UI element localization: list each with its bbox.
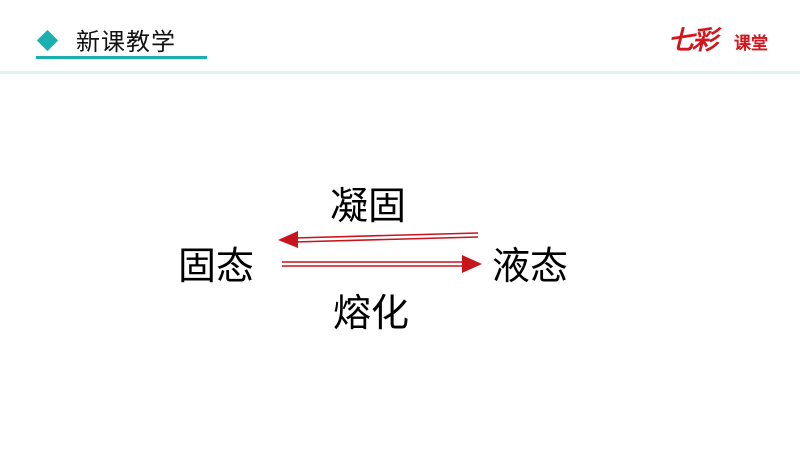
section-title: 新课教学	[76, 28, 176, 56]
logo-main-text: 七彩	[668, 26, 718, 56]
header-divider	[0, 71, 800, 74]
melting-arrow	[282, 255, 482, 273]
header-bar: 新课教学 七彩 课堂	[0, 0, 800, 75]
title-underline	[36, 56, 207, 59]
solidify-arrow	[278, 231, 479, 248]
logo-sub-text: 课堂	[734, 34, 768, 54]
state-label-liquid: 液态	[492, 244, 569, 288]
process-label-melting: 熔化	[333, 291, 410, 335]
state-label-solid: 固态	[178, 244, 255, 288]
process-label-solidify: 凝固	[330, 184, 407, 228]
